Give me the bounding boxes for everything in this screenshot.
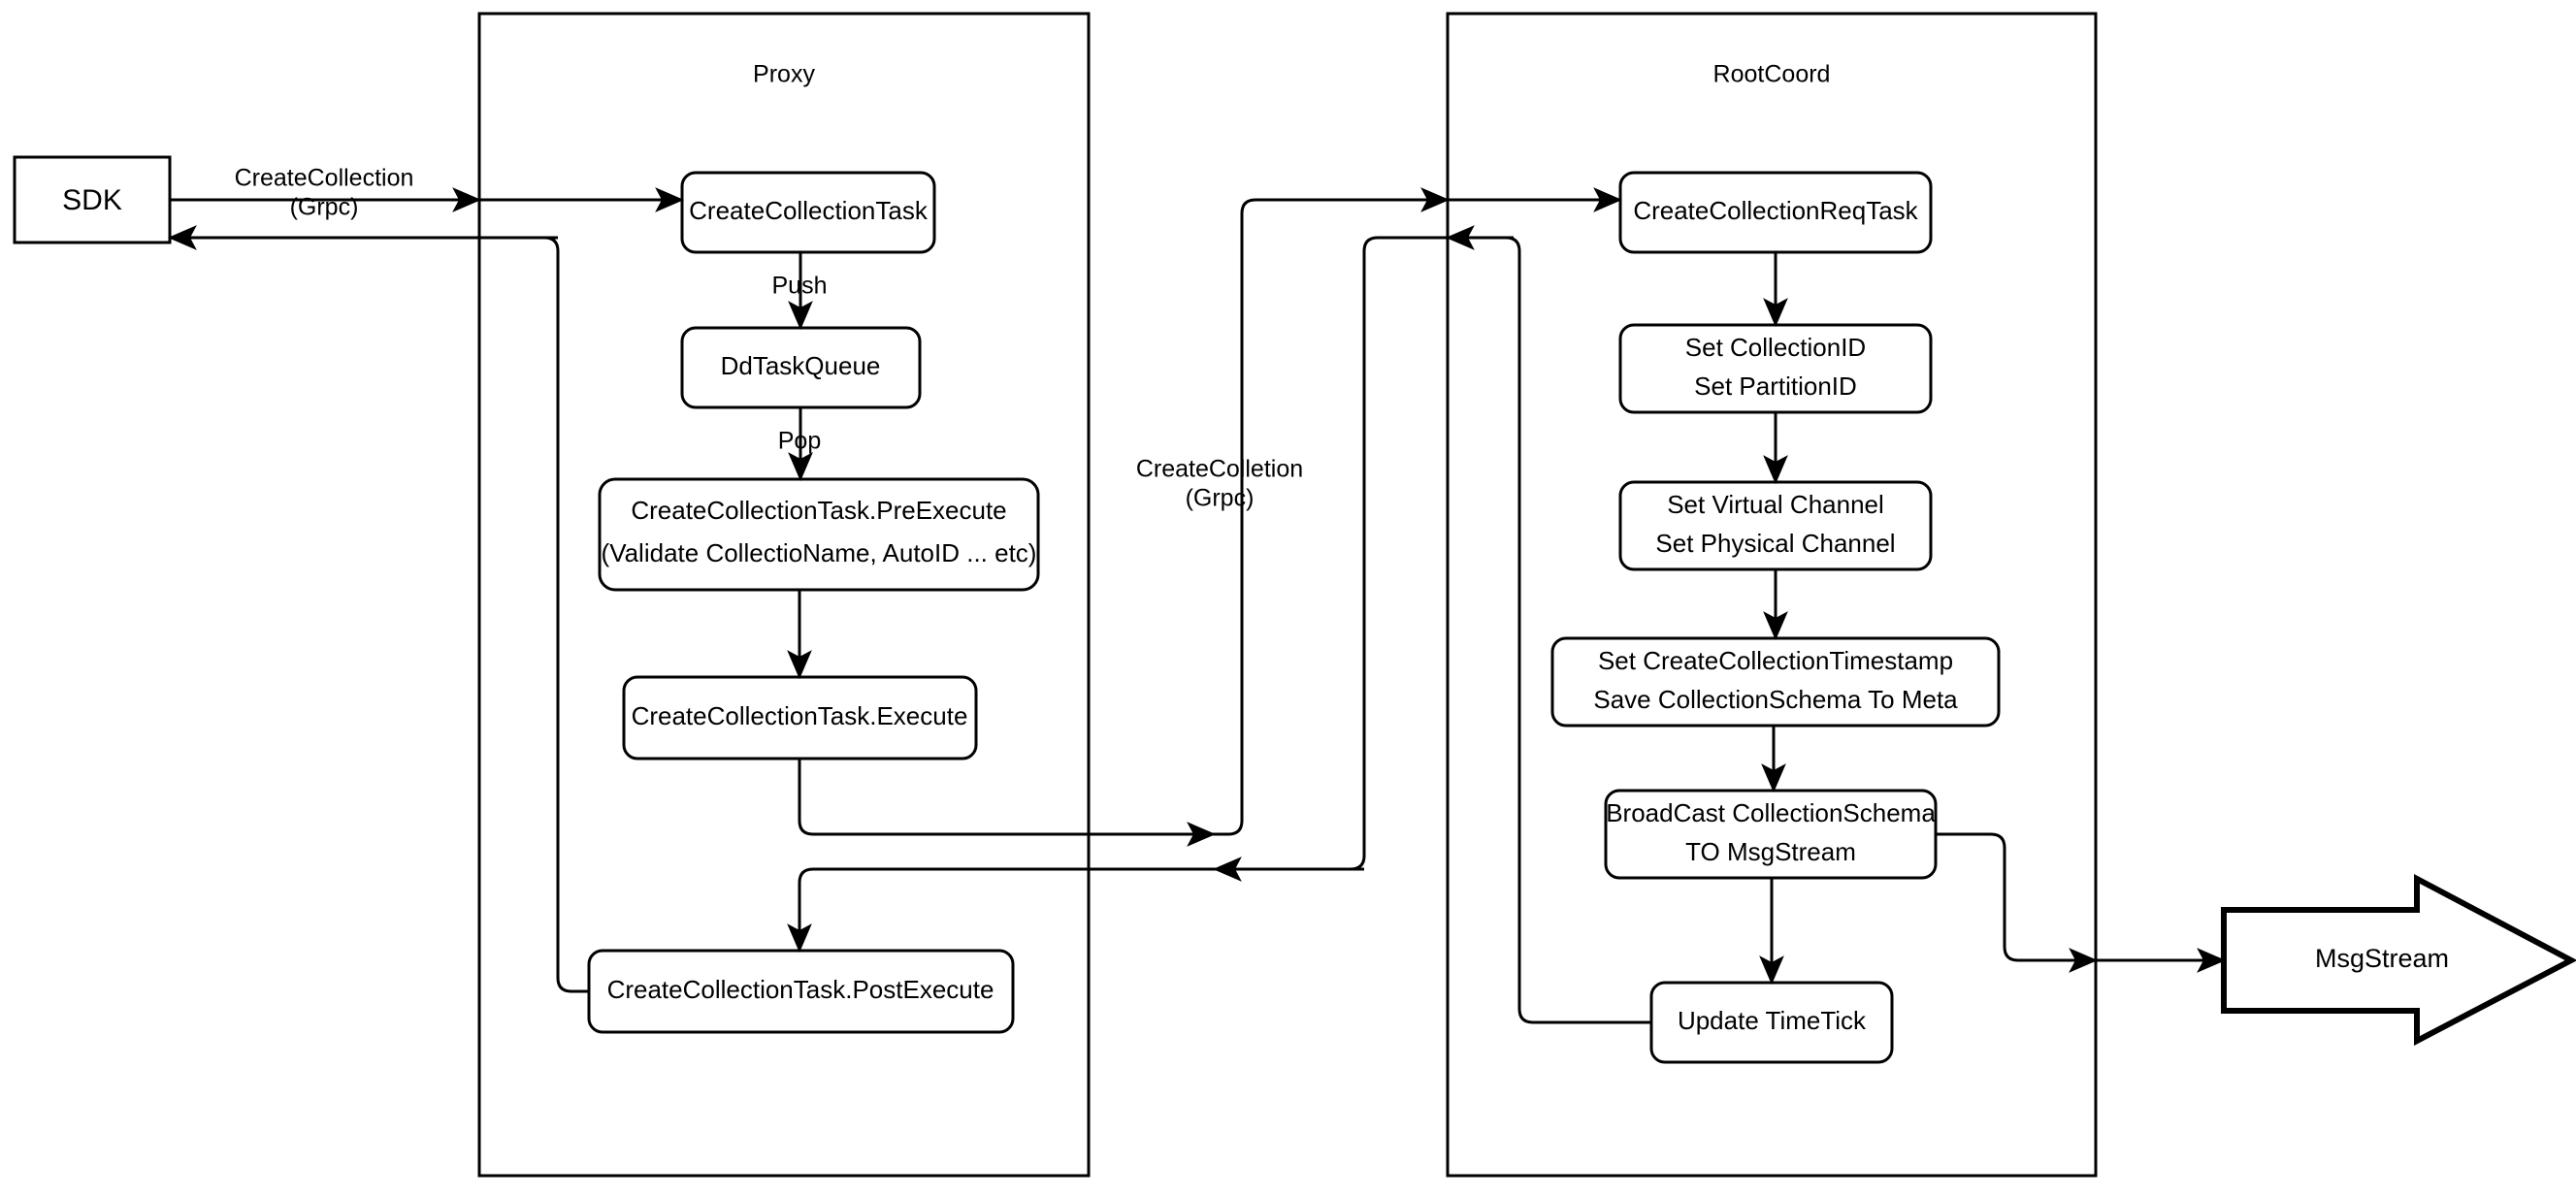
node-create-collection-task[interactable] — [680, 171, 936, 254]
node-pre-execute-label-line1: CreateCollectionTask.PreExecute — [631, 496, 1006, 525]
node-broadcast-label-line2: TO MsgStream — [1685, 837, 1856, 866]
node-set-ids-label-line2: Set PartitionID — [1694, 372, 1857, 401]
node-pre-execute-label-line2: (Validate CollectioName, AutoID ... etc) — [602, 538, 1037, 567]
node-create-collection-task-label: CreateCollectionTask — [689, 196, 929, 225]
node-save-meta-label-line1: Set CreateCollectionTimestamp — [1598, 646, 1953, 675]
edge-broadcast-to-msgstream — [1936, 832, 2096, 962]
node-sdk[interactable] — [13, 155, 172, 244]
edge-rootcoord-to-postexecute — [787, 867, 1364, 954]
container-rootcoord-label: RootCoord — [1713, 61, 1831, 88]
node-create-collection-req-task-label: CreateCollectionReqTask — [1633, 196, 1918, 225]
node-msgstream[interactable] — [2221, 874, 2576, 1046]
node-update-timetick-label: Update TimeTick — [1678, 1006, 1867, 1035]
edge-label-sdk-to-proxy-line1: CreateCollection — [235, 165, 414, 192]
edge-label-sdk-to-proxy-line2: (Grpc) — [290, 194, 359, 221]
node-pre-execute[interactable] — [598, 477, 1040, 592]
node-dd-task-queue-label: DdTaskQueue — [721, 351, 881, 380]
edge-label-pop: Pop — [778, 428, 821, 455]
edge-label-push: Push — [772, 273, 828, 300]
node-set-channels-label-line1: Set Virtual Channel — [1667, 490, 1884, 519]
edge-rootcoord-request-riser — [1214, 198, 1448, 836]
node-execute-label: CreateCollectionTask.Execute — [632, 701, 968, 730]
node-msgstream-label: MsgStream — [2315, 944, 2449, 973]
node-broadcast-label-line1: BroadCast CollectionSchema — [1606, 798, 1936, 827]
edge-postexecute-to-sdk — [479, 236, 589, 993]
edge-label-proxy-to-rootcoord-line1: CreateColletion — [1136, 456, 1303, 483]
node-sdk-label: SDK — [62, 184, 122, 216]
edge-execute-to-rootcoord — [798, 759, 1217, 847]
node-save-meta-label-line2: Save CollectionSchema To Meta — [1593, 685, 1958, 714]
node-set-channels-label-line2: Set Physical Channel — [1655, 529, 1895, 558]
node-post-execute-label: CreateCollectionTask.PostExecute — [607, 975, 995, 1004]
container-proxy-label: Proxy — [753, 61, 815, 88]
node-set-ids-label-line1: Set CollectionID — [1685, 333, 1866, 362]
edge-label-proxy-to-rootcoord-line2: (Grpc) — [1186, 485, 1255, 512]
